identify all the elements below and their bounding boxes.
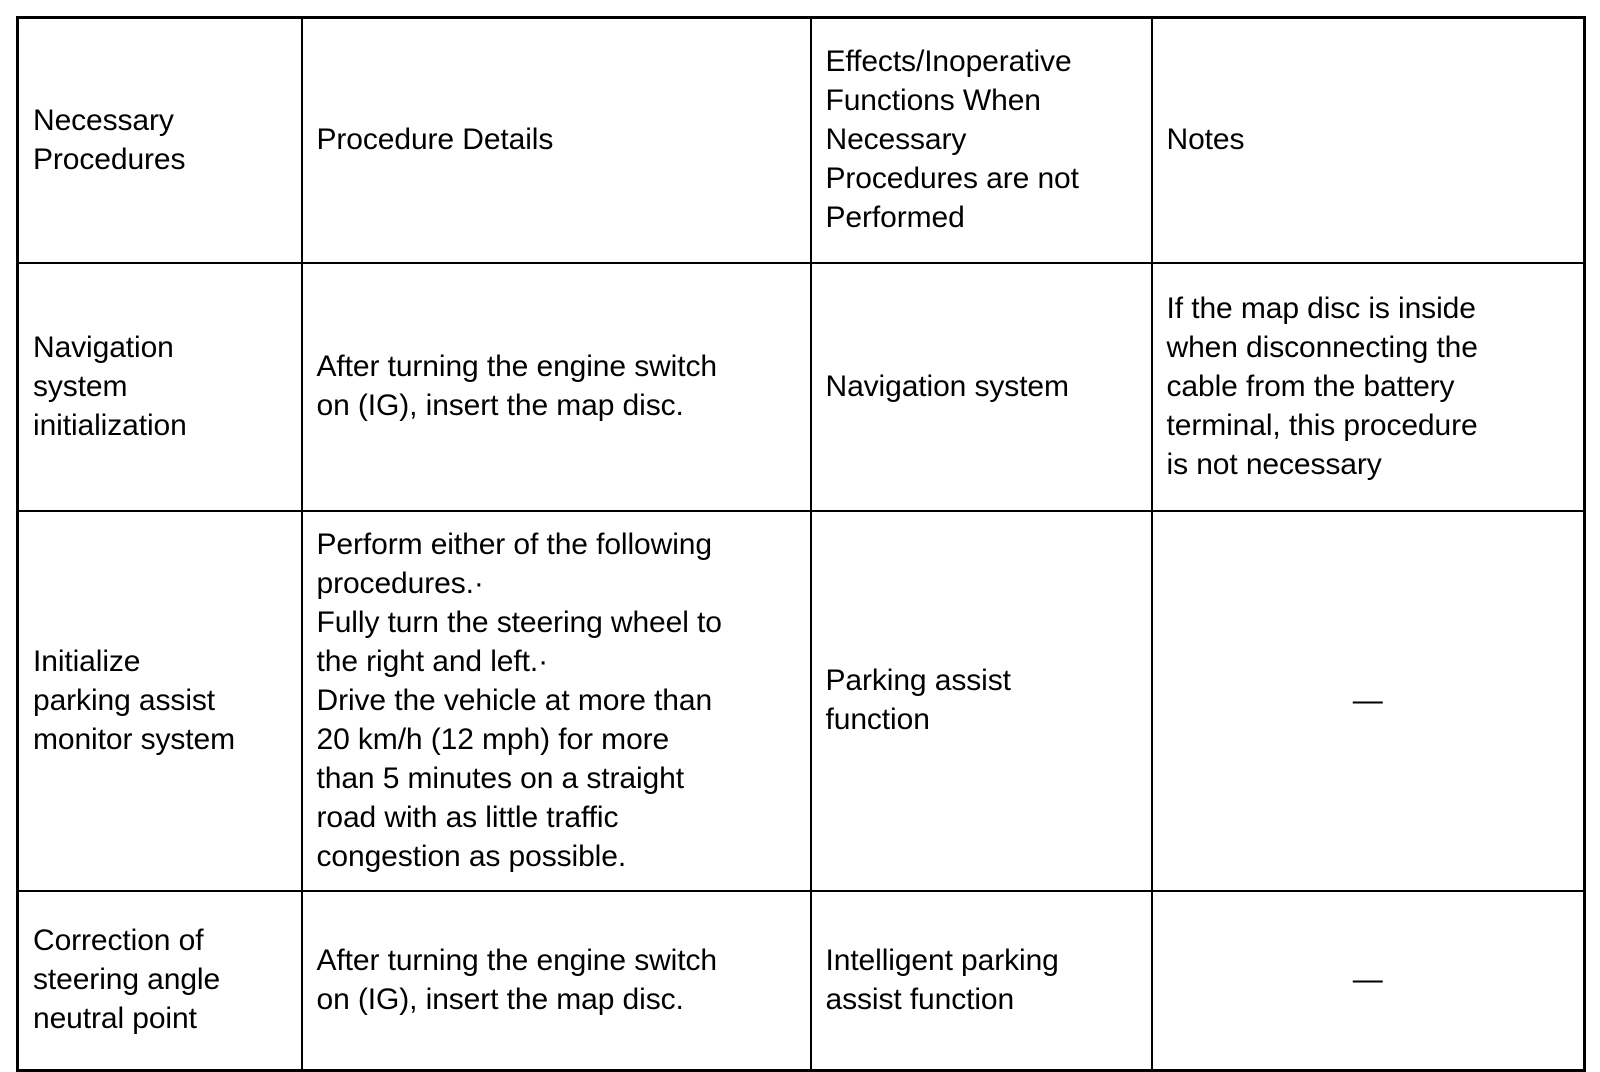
value-notes: — (1352, 683, 1383, 717)
cell-effects: Parking assist function (809, 510, 1153, 892)
header-cell-effects: Effects/Inoperative Functions When Neces… (809, 16, 1153, 264)
value-procedure-details: After turning the engine switch on (IG),… (316, 350, 718, 422)
header-label-effects: Effects/Inoperative Functions When Neces… (825, 45, 1079, 234)
table-row: Navigation system initialization After t… (16, 262, 1586, 512)
value-notes: If the map disc is inside when disconnec… (1166, 291, 1478, 481)
cell-necessary-procedures: Correction of steering angle neutral poi… (16, 890, 303, 1072)
cell-notes: — (1150, 890, 1586, 1072)
cell-necessary-procedures: Initialize parking assist monitor system (16, 510, 303, 892)
value-notes: — (1352, 963, 1383, 996)
value-necessary-procedures: Initialize parking assist monitor system (33, 644, 235, 756)
value-effects: Parking assist function (825, 664, 1011, 736)
value-necessary-procedures: Navigation system initialization (33, 330, 187, 442)
cell-procedure-details: After turning the engine switch on (IG),… (300, 262, 812, 512)
header-label-procedure-details: Procedure Details (316, 123, 554, 156)
value-necessary-procedures: Correction of steering angle neutral poi… (33, 924, 221, 1035)
cell-effects: Navigation system (809, 262, 1153, 512)
cell-procedure-details: Perform either of the following procedur… (300, 510, 812, 892)
value-procedure-details: After turning the engine switch on (IG),… (316, 943, 718, 1016)
header-label-notes: Notes (1166, 123, 1245, 156)
table-row: Correction of steering angle neutral poi… (16, 890, 1586, 1072)
cell-procedure-details: After turning the engine switch on (IG),… (300, 890, 812, 1072)
table-header-row: Necessary Procedures Procedure Details E… (16, 16, 1586, 264)
cell-notes: — (1150, 510, 1586, 892)
value-procedure-details: Perform either of the following procedur… (316, 527, 722, 873)
header-label-necessary-procedures: Necessary Procedures (33, 103, 186, 176)
table-row: Initialize parking assist monitor system… (16, 510, 1586, 892)
necessary-procedures-table: Necessary Procedures Procedure Details E… (16, 16, 1586, 1072)
value-effects: Navigation system (825, 369, 1070, 403)
header-cell-procedure-details: Procedure Details (300, 16, 812, 264)
value-effects: Intelligent parking assist function (825, 943, 1059, 1016)
header-cell-notes: Notes (1150, 16, 1586, 264)
cell-notes: If the map disc is inside when disconnec… (1150, 262, 1586, 512)
cell-effects: Intelligent parking assist function (809, 890, 1153, 1072)
cell-necessary-procedures: Navigation system initialization (16, 262, 303, 512)
header-cell-necessary-procedures: Necessary Procedures (16, 16, 303, 264)
